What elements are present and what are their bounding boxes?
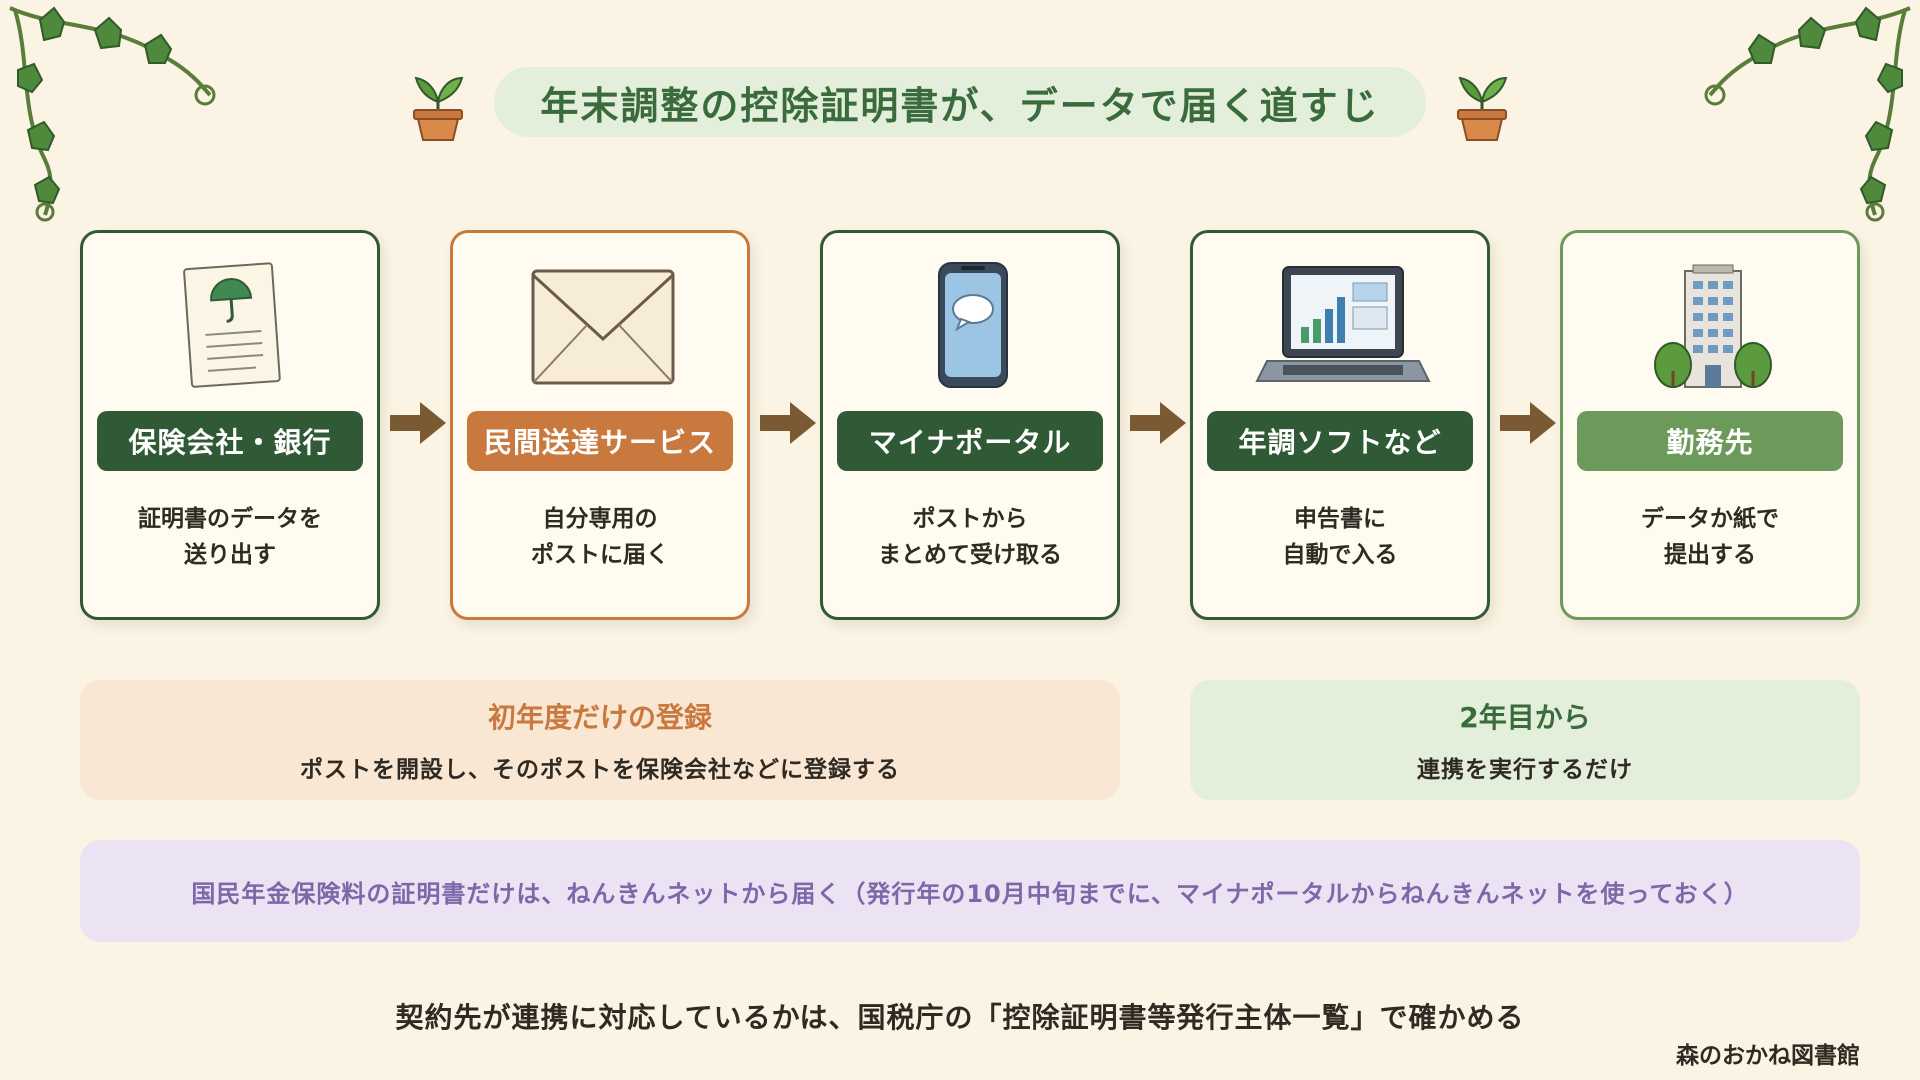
step-description-line: 証明書のデータを [138,506,322,532]
step-card-insurance-bank: 保険会社・銀行 証明書のデータを 送り出す [80,230,380,620]
pension-note-panel: 国民年金保険料の証明書だけは、ねんきんネットから届く（発行年の10月中旬までに、… [80,840,1860,942]
first-year-description: ポストを開設し、そのポストを保険会社などに登録する [300,757,900,783]
pension-note-text: 国民年金保険料の証明書だけは、ねんきんネットから届く（発行年の10月中旬までに、… [191,879,1749,908]
step-description-line: 提出する [1664,542,1756,568]
step-description: ポストから まとめて受け取る [833,501,1107,573]
step-description-line: まとめて受け取る [878,542,1062,568]
laptop-chart-icon [1255,266,1431,382]
second-year-panel: 2年目から 連携を実行するだけ [1190,680,1860,800]
step-description-line: ポストから [912,506,1028,532]
step-label: 勤務先 [1577,411,1843,471]
office-building-icon [1654,264,1772,388]
step-card-myna-portal: マイナポータル ポストから まとめて受け取る [820,230,1120,620]
first-year-title: 初年度だけの登録 [487,701,712,734]
arrow-right-icon [390,402,446,444]
step-description: 自分専用の ポストに届く [463,501,737,573]
flow-steps: 保険会社・銀行 証明書のデータを 送り出す 民間送達サービス 自分専用の ポスト… [80,230,1860,622]
potted-sprout-icon [413,76,464,141]
title-banner: 年末調整の控除証明書が、データで届く道すじ [494,67,1426,137]
step-description: 申告書に 自動で入る [1203,501,1477,573]
step-description-line: ポストに届く [531,542,669,568]
footer-note: 契約先が連携に対応しているかは、国税庁の「控除証明書等発行主体一覧」で確かめる [395,1001,1525,1034]
step-label: 民間送達サービス [467,411,733,471]
step-description: 証明書のデータを 送り出す [93,501,367,573]
arrow-right-icon [1130,402,1186,444]
step-description-line: 自分専用の [542,506,658,532]
step-label: マイナポータル [837,411,1103,471]
step-card-employer: 勤務先 データか紙で 提出する [1560,230,1860,620]
ivy-decoration-icon [1704,6,1911,222]
step-label: 年調ソフトなど [1207,411,1473,471]
step-card-delivery-service: 民間送達サービス 自分専用の ポストに届く [450,230,750,620]
step-description-line: 申告書に [1294,506,1386,532]
smartphone-icon [938,262,1008,388]
envelope-icon [531,269,675,385]
second-year-title: 2年目から [1459,701,1591,734]
step-description-line: データか紙で [1641,506,1779,532]
title-row: 年末調整の控除証明書が、データで届く道すじ [0,62,1920,142]
arrow-right-icon [1500,402,1556,444]
potted-sprout-icon [1456,76,1507,141]
step-label: 保険会社・銀行 [97,411,363,471]
step-description-line: 自動で入る [1282,542,1398,568]
second-year-description: 連携を実行するだけ [1417,757,1633,783]
page-title: 年末調整の控除証明書が、データで届く道すじ [540,83,1380,128]
arrow-right-icon [760,402,816,444]
first-year-panel: 初年度だけの登録 ポストを開設し、そのポストを保険会社などに登録する [80,680,1120,800]
step-description: データか紙で 提出する [1573,501,1847,573]
ivy-decoration-icon [9,6,216,222]
step-card-tax-software: 年調ソフトなど 申告書に 自動で入る [1190,230,1490,620]
step-description-line: 送り出す [184,542,276,568]
credit-text: 森のおかね図書館 [1676,1043,1860,1069]
certificate-document-icon [183,262,281,388]
